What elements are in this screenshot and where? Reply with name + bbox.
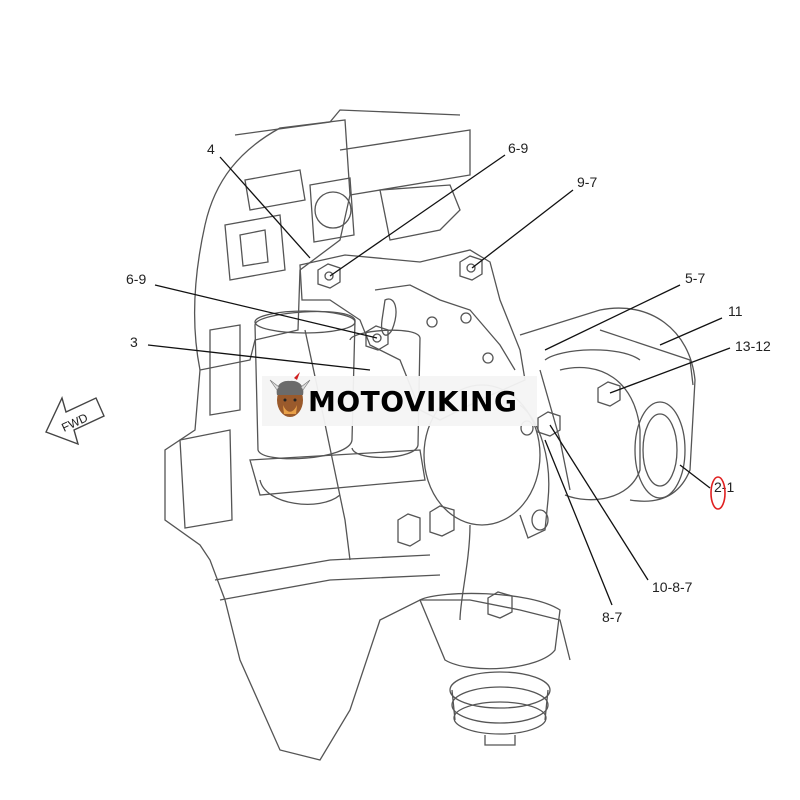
- callout-4: 4: [207, 141, 215, 157]
- callout-10-8-7: 10-8-7: [652, 579, 693, 595]
- leader-11: [659, 317, 723, 346]
- callout-8-7: 8-7: [602, 609, 622, 625]
- leader-9-7: [471, 189, 574, 269]
- callout-6-9-left: 6-9: [126, 271, 146, 287]
- crank-pulley: [419, 592, 561, 746]
- leader-5-7: [544, 284, 681, 351]
- callout-labels: 4 6-9 9-7 6-9 3 5-7 11 13-12 2-1 10-8-7 …: [126, 140, 771, 625]
- leader-lines: [147, 154, 731, 606]
- viking-logo-icon: [269, 372, 311, 417]
- bolt-9-7: [459, 255, 483, 281]
- bolt-8-7: [537, 411, 561, 437]
- bolt-6-9-top: [317, 263, 341, 289]
- watermark-banner: MOTOVIKING: [262, 372, 537, 426]
- highlight-circle: [710, 476, 726, 510]
- callout-3: 3: [130, 334, 138, 350]
- engine-block-outline: [164, 109, 571, 761]
- leader-2-1: [679, 464, 711, 489]
- bolt-6-9-left: [365, 325, 389, 351]
- leader-6-9-left: [154, 284, 378, 339]
- bolt-lower-center: [487, 591, 513, 619]
- callout-13-12: 13-12: [735, 338, 771, 354]
- callout-9-7: 9-7: [577, 174, 597, 190]
- callout-11: 11: [728, 303, 743, 319]
- leader-3: [147, 344, 371, 371]
- callout-5-7: 5-7: [685, 270, 705, 286]
- leader-8-7: [544, 439, 613, 606]
- leader-4: [219, 156, 311, 259]
- fwd-direction-arrow: FWD: [45, 396, 105, 446]
- leader-13-12: [609, 347, 731, 394]
- bolts: [317, 255, 621, 619]
- watermark-text: MOTOVIKING: [308, 385, 517, 418]
- leader-6-9-top: [329, 154, 506, 277]
- bolts-lower-pair: [397, 505, 455, 547]
- bolt-13-12: [597, 381, 621, 407]
- leader-10-8-7: [549, 424, 649, 581]
- callout-6-9-top: 6-9: [508, 140, 528, 156]
